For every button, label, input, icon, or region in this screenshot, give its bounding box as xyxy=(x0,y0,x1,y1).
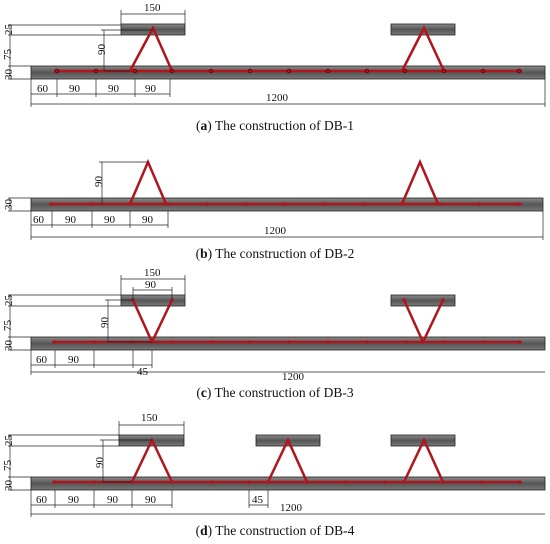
dim-45: 45 xyxy=(137,366,149,378)
rebar-nodes xyxy=(50,202,520,206)
db3-diagram: 150 90 25 75 30 90 60 90 45 1200 xyxy=(2,267,546,383)
caption-db4: (d) The construction of DB-4 xyxy=(195,523,355,538)
rebar-nodes xyxy=(53,480,521,484)
dim-60: 60 xyxy=(33,214,45,226)
dim-90-a: 90 xyxy=(69,83,81,95)
truss-right xyxy=(400,158,440,205)
caption-letter: a xyxy=(200,118,208,133)
caption-letter: d xyxy=(200,523,208,538)
dim-60: 60 xyxy=(36,354,48,366)
dim-150: 150 xyxy=(144,2,161,14)
dim-1200: 1200 xyxy=(282,371,305,383)
rebar-nodes xyxy=(53,298,521,344)
dim-90-c: 90 xyxy=(145,83,157,95)
dim-90-top: 90 xyxy=(145,279,157,291)
top-plate-right xyxy=(390,294,456,307)
dim-90-vertical: 90 xyxy=(94,457,106,469)
truss-right xyxy=(400,25,446,72)
dim-90-a: 90 xyxy=(68,494,80,506)
truss-right xyxy=(402,299,445,345)
dim-90-c: 90 xyxy=(142,214,154,226)
dimension-lines xyxy=(8,421,545,517)
main-slab xyxy=(30,336,546,351)
dim-90-a: 90 xyxy=(65,214,77,226)
dim-75: 75 xyxy=(2,49,14,61)
dim-90-b: 90 xyxy=(104,214,116,226)
dim-25: 25 xyxy=(3,24,15,36)
dim-1200: 1200 xyxy=(264,225,287,237)
dim-90-b: 90 xyxy=(107,494,119,506)
dimension-lines xyxy=(8,275,545,375)
dim-45: 45 xyxy=(252,494,264,506)
dim-30: 30 xyxy=(3,199,15,211)
dimension-lines xyxy=(8,10,546,107)
dim-90-b: 90 xyxy=(108,83,120,95)
db2-diagram: 30 90 60 90 90 90 1200 xyxy=(3,158,544,240)
truss-right xyxy=(402,437,445,483)
dim-30: 30 xyxy=(3,69,15,81)
caption-text: The construction of DB-4 xyxy=(215,523,355,538)
dim-90-vertical: 90 xyxy=(93,176,105,188)
dim-90-c: 90 xyxy=(145,494,157,506)
caption-text: The construction of DB-2 xyxy=(215,246,355,261)
dim-25: 25 xyxy=(3,295,15,307)
panel-db3: 150 90 25 75 30 90 60 90 45 1200 (c) The… xyxy=(0,265,550,405)
dim-25: 25 xyxy=(3,435,15,447)
panel-db4: 150 25 75 30 90 60 90 90 90 45 1200 (d) … xyxy=(0,407,550,544)
caption-text: The construction of DB-3 xyxy=(214,385,354,400)
caption-letter: b xyxy=(200,246,208,261)
truss-middle xyxy=(266,437,309,483)
dim-30: 30 xyxy=(3,480,15,492)
top-plate-left xyxy=(120,294,186,307)
panel-db2: 30 90 60 90 90 90 1200 (b) The construct… xyxy=(0,150,550,265)
dim-60: 60 xyxy=(36,494,48,506)
rebar-nodes xyxy=(54,68,522,74)
caption-letter: c xyxy=(200,385,207,400)
caption-db3: (c) The construction of DB-3 xyxy=(196,385,354,400)
dim-30: 30 xyxy=(3,340,15,352)
db4-diagram: 150 25 75 30 90 60 90 90 90 45 1200 xyxy=(2,412,546,517)
db1-diagram: 150 25 75 30 90 60 90 90 90 1200 xyxy=(2,2,546,107)
dim-90-a: 90 xyxy=(68,354,80,366)
dim-60: 60 xyxy=(37,83,49,95)
caption-text: The construction of DB-1 xyxy=(214,118,354,133)
dim-150: 150 xyxy=(141,412,158,424)
dim-90-vertical: 90 xyxy=(99,317,111,329)
caption-db1: (a) The construction of DB-1 xyxy=(196,118,354,133)
main-slab xyxy=(30,476,546,491)
dimension-lines xyxy=(8,161,544,240)
panel-db1: 150 25 75 30 90 60 90 90 90 1200 (a) The… xyxy=(0,0,550,140)
dim-75: 75 xyxy=(2,460,14,472)
dim-1200: 1200 xyxy=(280,502,303,514)
truss-left xyxy=(128,25,174,72)
dim-90-vertical: 90 xyxy=(96,44,108,56)
dim-1200: 1200 xyxy=(266,92,289,104)
dim-75: 75 xyxy=(2,320,14,332)
dim-150: 150 xyxy=(144,267,161,279)
caption-db2: (b) The construction of DB-2 xyxy=(195,246,355,261)
